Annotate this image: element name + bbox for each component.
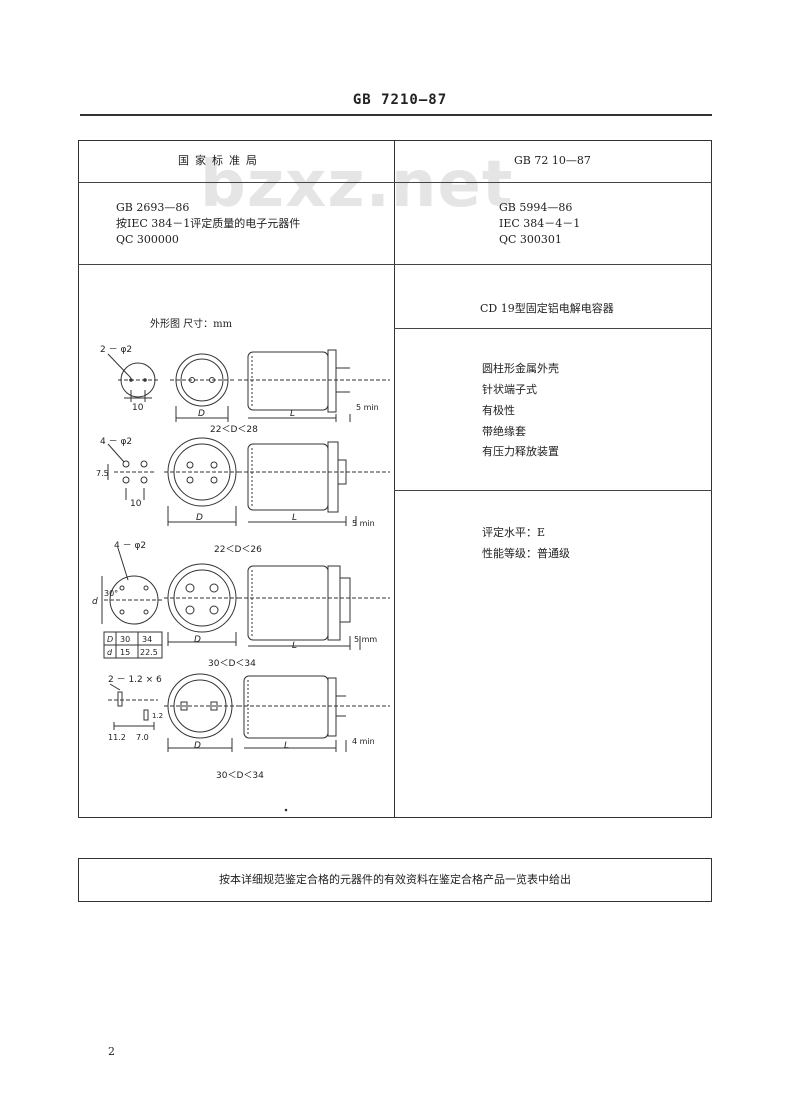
table-row-divider (394, 490, 712, 491)
drawing-3-d-side: d (92, 597, 98, 607)
drawing-1-pin-label: 2 － φ2 (100, 345, 132, 355)
feature-5: 有压力释放装置 (482, 445, 559, 458)
drawing-4-d-label: D (194, 741, 201, 751)
feature-3: 有极性 (482, 404, 515, 417)
drawing-3-dim-table (103, 631, 163, 659)
drawing-4-spacing-vertical: 1.2 (152, 712, 163, 720)
drawing-4-range: 30＜D＜34 (216, 771, 264, 781)
drawing-2-end-view (164, 437, 242, 526)
right-ref-2: IEC 384－4－1 (499, 217, 581, 230)
left-ref-3: QC 300000 (116, 233, 179, 246)
outline-drawings: 2 － φ2 10 D L 5 min 22＜D＜28 4 － φ2 10 7.… (92, 345, 390, 812)
drawing-4-end-view (164, 673, 238, 752)
page-number: 2 (108, 1045, 115, 1058)
drawing-3-angle: 30° (104, 589, 118, 598)
drawing-3-table-head-D: D (107, 635, 113, 644)
assessment-level: 评定水平：E (482, 526, 546, 539)
drawing-1-l-label: L (290, 409, 295, 419)
drawing-4-spacing-a: 11.2 (108, 733, 126, 742)
drawing-1-side-view (238, 349, 390, 422)
feature-4: 带绝缘套 (482, 425, 526, 438)
right-ref-3: QC 300301 (499, 233, 562, 246)
drawing-3-end-view (164, 563, 242, 646)
drawing-1-lead-length: 5 min (356, 403, 379, 412)
table-row-divider (78, 182, 712, 183)
drawing-2-d-label: D (196, 513, 203, 523)
drawing-3-table-cell: 22.5 (140, 648, 158, 657)
drawing-3-pin-view (101, 547, 164, 625)
drawing-1-range: 22＜D＜28 (210, 425, 258, 435)
footer-note: 按本详细规范鉴定合格的元器件的有效资料在鉴定合格产品一览表中给出 (78, 858, 712, 902)
specification-table (78, 140, 712, 818)
drawing-2-range: 22＜D＜26 (214, 545, 262, 555)
right-ref-1: GB 5994—86 (499, 201, 573, 214)
drawing-3-range: 30＜D＜34 (208, 659, 256, 669)
drawing-3-l-label: L (292, 641, 297, 651)
drawing-3-lead-length: 5 mm (354, 635, 377, 644)
drawing-1-end-view (170, 353, 236, 422)
table-center-divider (394, 140, 395, 818)
drawing-3-pin-label: 4 － φ2 (114, 541, 146, 551)
drawing-1-spacing: 10 (132, 403, 144, 413)
drawing-2-spacing-vertical: 7.5 (96, 469, 109, 478)
drawing-4-pin-label: 2 － 1.2 × 6 (108, 675, 162, 685)
performance-grade: 性能等级：普通级 (482, 547, 570, 560)
outline-drawing-label: 外形图 尺寸：mm (150, 319, 233, 330)
drawing-3-table-head-d: d (107, 648, 113, 657)
watermark: bzxz.net (200, 148, 514, 222)
drawing-1-d-label: D (198, 409, 205, 419)
table-row-divider (394, 328, 712, 329)
drawing-2-pin-view (107, 443, 156, 500)
drawing-4-side-view (238, 675, 390, 752)
drawing-2-lead-length: 5 min (352, 519, 375, 528)
left-ref-1: GB 2693—86 (116, 201, 190, 214)
drawing-2-pin-label: 4 － φ2 (100, 437, 132, 447)
feature-1: 圆柱形金属外壳 (482, 362, 559, 375)
drawing-3-table-cell: 30 (120, 635, 130, 644)
drawing-3-table-cell: 34 (142, 635, 152, 644)
table-row-divider (78, 264, 712, 265)
document-header-title: GB 7210—87 (352, 92, 448, 108)
drawing-1-pin-view (107, 353, 158, 402)
drawing-4-spacing-b: 7.0 (136, 733, 149, 742)
drawing-2-l-label: L (292, 513, 297, 523)
standard-number: GB 72 10—87 (514, 154, 591, 167)
drawing-4-l-label: L (284, 741, 289, 751)
drawing-2-side-view (238, 441, 390, 526)
drawing-4-pin-view (108, 683, 158, 730)
drawing-3-side-view (238, 565, 390, 650)
issuing-authority: 国家标准局 (178, 154, 263, 167)
header-rule (80, 114, 712, 116)
product-name: CD 19型固定铝电解电容器 (480, 302, 614, 315)
drawing-3-d-label: D (194, 635, 201, 645)
drawing-3-table-cell: 15 (120, 648, 130, 657)
left-ref-2: 按IEC 384－1评定质量的电子元器件 (116, 217, 301, 230)
drawing-4-lead-length: 4 min (352, 737, 375, 746)
feature-2: 针状端子式 (482, 383, 537, 396)
drawing-2-spacing: 10 (130, 499, 142, 509)
